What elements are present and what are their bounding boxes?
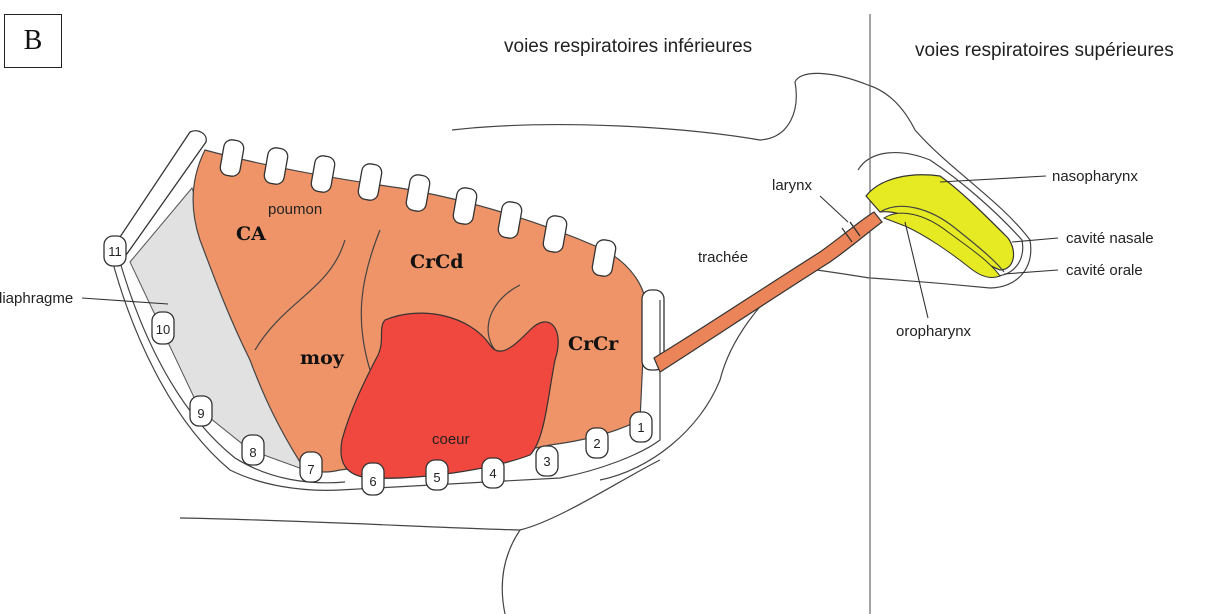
rib-9: 9 [190, 396, 212, 426]
label-trachee: trachée [698, 249, 748, 266]
rib-number-1: 1 [637, 420, 644, 435]
lobe-label-ca: CA [236, 223, 266, 245]
header-lower-airways: voies respiratoires inférieures [504, 36, 752, 57]
rib-number-5: 5 [433, 470, 440, 485]
rib-number-2: 2 [593, 436, 600, 451]
rib-number-3: 3 [543, 454, 550, 469]
nasal-cavity-region [866, 175, 1014, 270]
lobe-label-crcd: CrCd [410, 251, 464, 273]
label-nasopharynx: nasopharynx [1052, 168, 1138, 185]
label-larynx: larynx [772, 177, 813, 194]
label-coeur: coeur [432, 431, 470, 448]
rib-number-4: 4 [489, 466, 496, 481]
label-cavite-orale: cavité orale [1066, 262, 1143, 279]
belly-outline [180, 518, 520, 614]
header-upper-airways: voies respiratoires supérieures [915, 40, 1174, 61]
rib-5: 5 [426, 460, 448, 490]
rib-number-8: 8 [249, 445, 256, 460]
label-cavite-nasale: cavité nasale [1066, 230, 1154, 247]
label-oropharynx: oropharynx [896, 323, 972, 340]
rib-7: 7 [300, 452, 322, 482]
rib-8: 8 [242, 435, 264, 465]
label-diaphragme: diaphragme [0, 290, 73, 307]
rib-number-11: 11 [108, 244, 122, 259]
rib-number-6: 6 [369, 474, 376, 489]
rib-number-9: 9 [197, 406, 204, 421]
rib-10: 10 [152, 312, 174, 344]
rib-6: 6 [362, 463, 384, 495]
rib-1: 1 [630, 412, 652, 442]
rib-3: 3 [536, 446, 558, 476]
leader-larynx [820, 196, 848, 222]
lobe-label-crcr: CrCr [568, 333, 619, 355]
label-poumon: poumon [268, 201, 322, 218]
lobe-label-moy: moy [300, 347, 345, 369]
body-outline-back [452, 73, 868, 140]
rib-number-10: 10 [156, 322, 170, 337]
rib-2: 2 [586, 428, 608, 458]
rib-number-7: 7 [307, 462, 314, 477]
leader-cavite-nasale [1012, 238, 1058, 242]
rib-11: 11 [104, 236, 126, 266]
rib-4: 4 [482, 458, 504, 488]
